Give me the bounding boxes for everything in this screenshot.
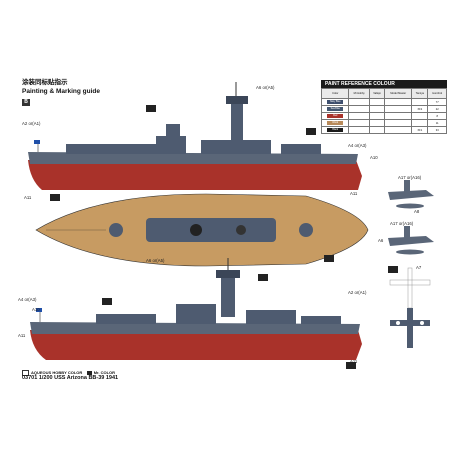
- color-box: [388, 266, 398, 273]
- floatplane-top-painted: [390, 308, 430, 348]
- aqueous-swatch: [22, 370, 29, 376]
- color-box: [50, 194, 60, 201]
- swatch: Red: [327, 114, 344, 118]
- swatch: Navy Blue: [327, 100, 344, 104]
- table-row: Wood 11: [320, 119, 447, 127]
- color-box: [146, 105, 156, 112]
- label-top-a11: A11: [24, 195, 32, 200]
- side-view-port: [30, 258, 362, 360]
- label-top-a4: A4 or(A3): [348, 143, 367, 148]
- label-top-a11b: A11: [350, 191, 358, 196]
- label-bottom-a11b: A11: [350, 359, 357, 364]
- color-box: [306, 128, 316, 135]
- legend-mr-color: Mr. COLOR: [93, 370, 116, 376]
- label-top-a2: A2 or(A1): [22, 121, 41, 126]
- label-bottom-a4: A4 or(A3): [18, 297, 37, 302]
- label-plane-a6: A6: [378, 238, 384, 243]
- swatch: Black: [327, 128, 344, 132]
- floatplane-side-2: [388, 226, 434, 255]
- color-box: [346, 362, 356, 369]
- label-top-a6: A6 or(A5): [256, 85, 275, 90]
- label-top-a10: A10: [370, 155, 378, 160]
- color-box: [258, 274, 268, 281]
- label-plane-a8: A8: [414, 209, 420, 214]
- swatch: Sea Blue: [327, 107, 344, 111]
- label-bottom-a2: A2 or(A1): [348, 290, 367, 295]
- title-english: Painting & Marking guide: [22, 88, 101, 95]
- ship-illustrations: [28, 82, 434, 360]
- color-box: [324, 255, 334, 262]
- color-legend: AQUEOUS HOBBY COLOR Mr. COLOR: [22, 370, 115, 376]
- swatch: Wood: [327, 121, 344, 125]
- mr-color-swatch: [86, 371, 92, 375]
- label-bottom-a11: A11: [18, 333, 26, 338]
- side-view-starboard: [28, 82, 362, 190]
- section-badge: B: [22, 99, 30, 106]
- title-chinese: 涂装同标贴指示: [22, 79, 68, 86]
- color-box: [102, 298, 112, 305]
- table-row: Navy Blue 77: [320, 98, 447, 106]
- instruction-sheet: 涂装同标贴指示 Painting & Marking guide B PAINT…: [6, 72, 447, 381]
- legend-aqueous: AQUEOUS HOBBY COLOR: [31, 370, 83, 376]
- table-row: Black XF1 33: [320, 126, 447, 134]
- floatplane-top-outline: [389, 267, 431, 309]
- model-caption: 03701 1/200 USS Arizona BB-39 1941: [22, 375, 119, 381]
- paint-reference-table: PAINT REFERENCE COLOUR Color Mr.Hobby Va…: [320, 80, 447, 134]
- label-bottom-a10: A10: [32, 307, 40, 312]
- label-plane-a17a: A17 or(A16): [398, 175, 422, 180]
- label-plane-a7: A7: [416, 265, 422, 270]
- label-plan-a6: A6 or(A5): [146, 258, 165, 263]
- floatplane-side-1: [388, 180, 434, 209]
- label-plane-a17b: A17 or(A16): [390, 221, 414, 226]
- plan-view-deck: [35, 193, 369, 267]
- paint-table-title: PAINT REFERENCE COLOUR: [321, 80, 447, 88]
